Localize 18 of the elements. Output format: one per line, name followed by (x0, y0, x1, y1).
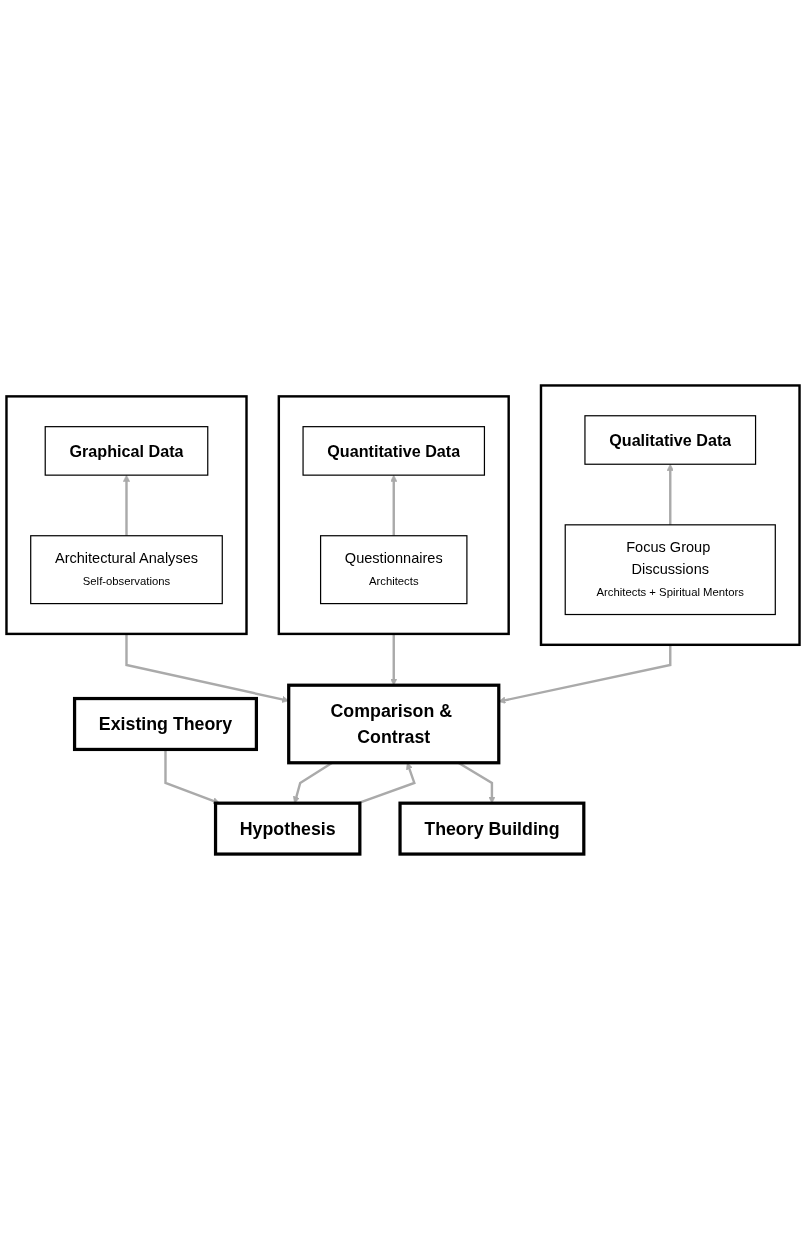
node-box: Questionnaires Architects (320, 534, 468, 604)
node-box: Theory Building (398, 801, 586, 856)
arrow (357, 762, 416, 805)
cluster (5, 394, 248, 635)
node-box: Quantitative Data (302, 425, 486, 476)
node-box: Comparison & Contrast (287, 683, 501, 765)
node-box: Existing Theory (72, 696, 258, 751)
arrow (122, 474, 131, 536)
node-box: Graphical Data (44, 425, 209, 476)
arrow (164, 749, 220, 804)
node-box: Focus Group Discussions Architects + Spiritual Mentors (564, 523, 776, 615)
node-box: Hypothesis (213, 801, 362, 856)
node-box: Qualitative Data (584, 414, 757, 465)
arrow (666, 463, 674, 525)
cluster (277, 394, 510, 635)
cluster (539, 384, 801, 646)
arrow (390, 474, 398, 536)
node-box: Architectural Analyses Self-observations (30, 534, 223, 604)
